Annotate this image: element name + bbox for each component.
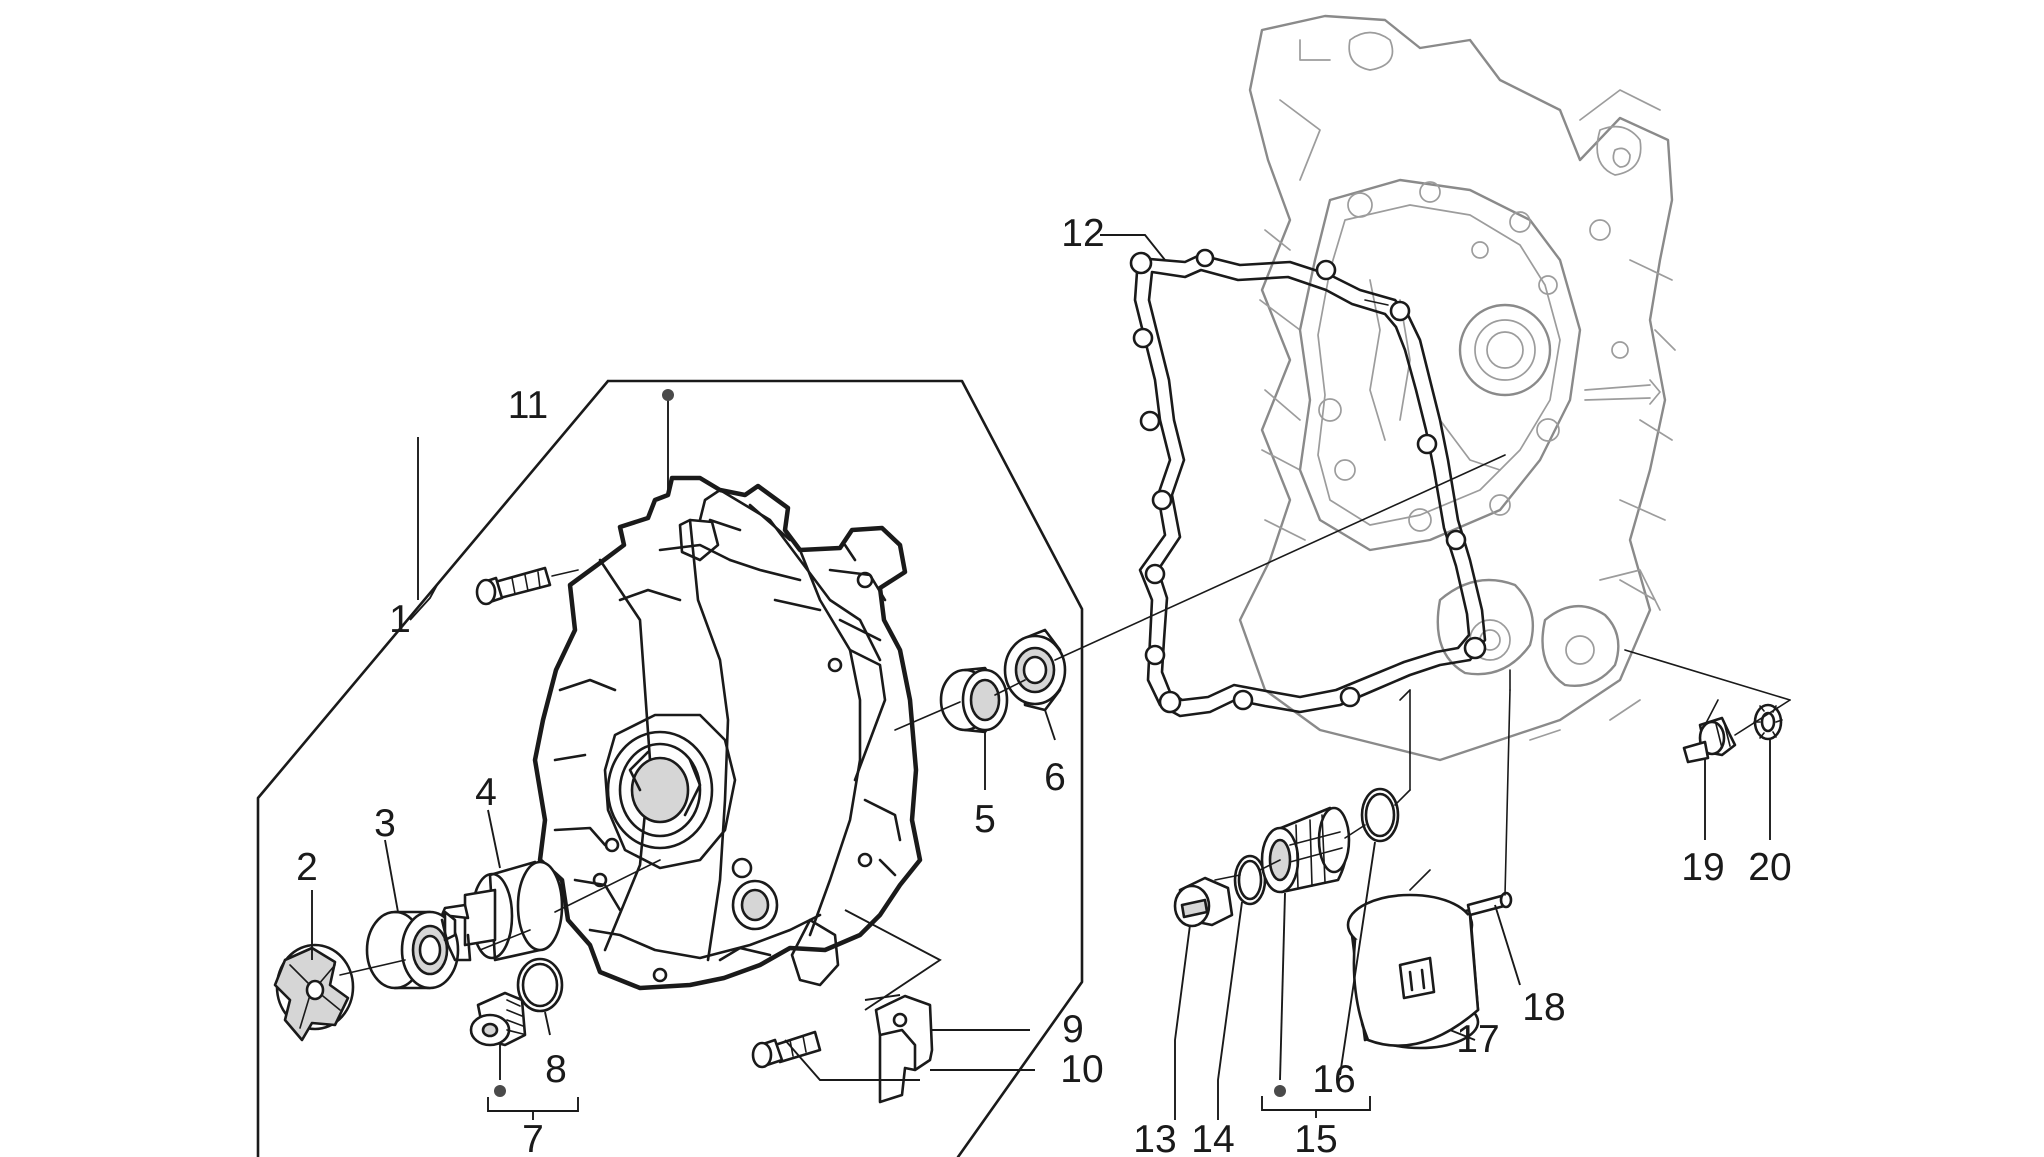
bracket-part-9 (874, 994, 934, 1104)
water-pump-impeller-part-2 (273, 943, 355, 1042)
callout-8: 8 (545, 1048, 567, 1091)
callout-18: 18 (1522, 986, 1565, 1029)
callout-10: 10 (1060, 1048, 1103, 1091)
callout-14: 14 (1191, 1118, 1234, 1157)
callout-6: 6 (1044, 756, 1066, 799)
clutch-cover-part-1 (532, 475, 923, 991)
callout-19: 19 (1681, 846, 1724, 889)
callout-labels: 1 2 3 4 5 6 7 8 9 10 11 12 13 14 15 16 1… (296, 212, 1792, 1157)
bolt-part-10 (751, 1030, 822, 1069)
o-ring-part-16 (1360, 787, 1400, 843)
callout-1: 1 (389, 598, 411, 641)
callout-7: 7 (522, 1118, 544, 1157)
stud-part-18 (1466, 891, 1513, 917)
callout-3: 3 (374, 802, 396, 845)
callout-leaders (311, 234, 1771, 1120)
oil-filter-part-17 (1346, 893, 1480, 1050)
callout-11: 11 (508, 384, 549, 427)
gasket-part-12 (1129, 248, 1487, 718)
callout-9: 9 (1062, 1008, 1084, 1051)
bolt-part-11 (475, 566, 552, 606)
filter-plug-part-13 (1173, 876, 1234, 928)
mesh-filter-part-15 (1260, 806, 1351, 894)
callout-15: 15 (1294, 1118, 1337, 1157)
callout-17: 17 (1456, 1018, 1499, 1061)
assembly-axis-lines (339, 454, 1791, 976)
bearing-part-6 (1003, 628, 1067, 712)
callout-16: 16 (1312, 1058, 1355, 1101)
pump-shaft-part-4 (440, 860, 564, 962)
callout-20: 20 (1748, 846, 1791, 889)
callout-12: 12 (1061, 212, 1104, 255)
drain-plug (469, 991, 527, 1047)
washer-part-20 (1753, 703, 1783, 741)
o-ring-part-8 (516, 957, 564, 1013)
cover-assembly-outline (256, 379, 1084, 1157)
o-ring-part-14 (1233, 854, 1267, 906)
callout-5: 5 (974, 798, 996, 841)
bearing-part-5 (939, 666, 1009, 734)
callout-13: 13 (1133, 1118, 1176, 1157)
engine-crankcase-drawing (1238, 14, 1676, 762)
callout-4: 4 (475, 771, 497, 814)
callout-2: 2 (296, 846, 318, 889)
assembly-marker-dots (494, 389, 1286, 1097)
sensor-part-19 (1682, 716, 1737, 764)
